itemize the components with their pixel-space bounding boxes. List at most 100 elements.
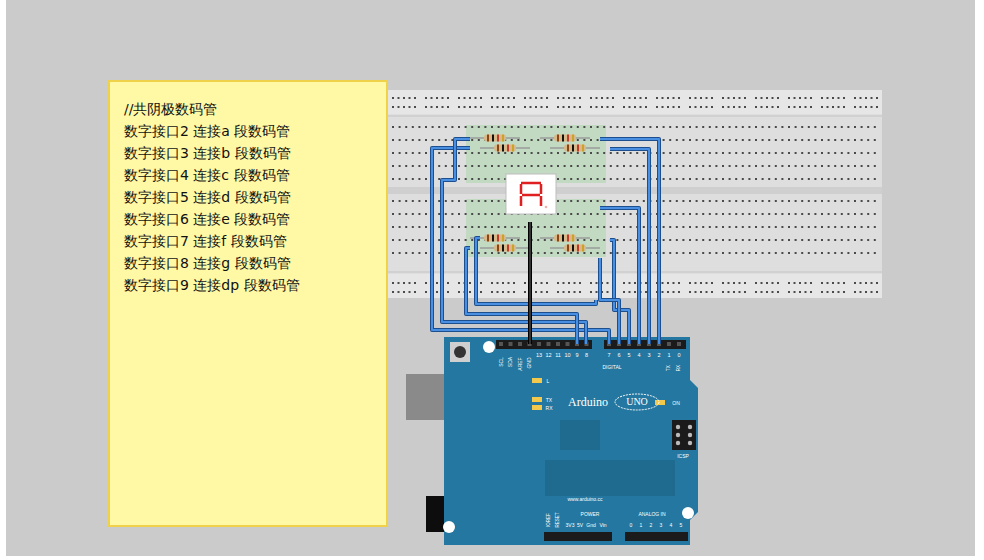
- resistor-symbol: [470, 135, 600, 252]
- breadboard-hole: [425, 239, 427, 241]
- breadboard-hole: [563, 282, 565, 284]
- breadboard-hole: [471, 200, 473, 202]
- breadboard-hole: [531, 126, 533, 128]
- breadboard-hole: [810, 282, 812, 284]
- breadboard-hole: [498, 226, 500, 228]
- breadboard-hole: [436, 282, 438, 284]
- breadboard-hole: [832, 282, 834, 284]
- breadboard-hole: [557, 178, 559, 180]
- breadboard-hole: [854, 252, 856, 254]
- breadboard-hole: [854, 106, 856, 108]
- breadboard-hole: [814, 178, 816, 180]
- breadboard-hole: [629, 106, 631, 108]
- breadboard-hole: [676, 139, 678, 141]
- breadboard-hole: [808, 165, 810, 167]
- jumper-wire: [432, 139, 659, 344]
- breadboard-hole: [398, 291, 400, 293]
- breadboard-hole: [689, 239, 691, 241]
- seven-segment-display: [506, 174, 556, 214]
- breadboard-hole: [729, 213, 731, 215]
- breadboard-hole: [418, 126, 420, 128]
- breadboard-hole: [405, 152, 407, 154]
- breadboard-hole: [392, 97, 394, 99]
- breadboard-hole: [821, 252, 823, 254]
- breadboard-hole: [768, 226, 770, 228]
- breadboard-hole: [432, 139, 434, 141]
- breadboard-hole: [742, 226, 744, 228]
- breadboard-hole: [682, 226, 684, 228]
- breadboard-hole: [722, 291, 724, 293]
- breadboard-hole: [854, 139, 856, 141]
- breadboard-hole: [814, 226, 816, 228]
- breadboard-hole: [535, 282, 537, 284]
- breadboard-hole: [735, 178, 737, 180]
- breadboard-hole: [484, 213, 486, 215]
- breadboard-hole: [511, 126, 513, 128]
- breadboard-hole: [590, 126, 592, 128]
- breadboard-hole: [854, 97, 856, 99]
- breadboard-hole: [414, 97, 416, 99]
- board-label: TX: [667, 365, 672, 371]
- breadboard-hole: [669, 239, 671, 241]
- breadboard-hole: [491, 213, 493, 215]
- breadboard-hole: [636, 178, 638, 180]
- breadboard-hole: [475, 97, 477, 99]
- breadboard-hole: [399, 126, 401, 128]
- board-label: POWER: [581, 512, 600, 517]
- breadboard-hole: [504, 252, 506, 254]
- breadboard-hole: [663, 226, 665, 228]
- board-label: Arduino: [568, 396, 608, 408]
- breadboard-hole: [702, 178, 704, 180]
- breadboard-hole: [775, 200, 777, 202]
- breadboard-hole: [524, 139, 526, 141]
- breadboard-hole: [828, 213, 830, 215]
- breadboard-hole: [821, 106, 823, 108]
- breadboard-hole: [484, 126, 486, 128]
- breadboard-hole: [478, 226, 480, 228]
- breadboard-hole: [702, 239, 704, 241]
- breadboard-hole: [742, 139, 744, 141]
- breadboard-hole: [821, 239, 823, 241]
- breadboard-hole: [689, 97, 691, 99]
- breadboard-hole: [399, 165, 401, 167]
- breadboard-hole: [597, 252, 599, 254]
- breadboard-hole: [630, 178, 632, 180]
- breadboard-hole: [414, 106, 416, 108]
- breadboard-hole: [775, 165, 777, 167]
- resistor-symbol: [550, 145, 600, 152]
- board-label: SCL: [499, 357, 504, 367]
- breadboard-hole: [755, 282, 757, 284]
- breadboard-hole: [861, 226, 863, 228]
- breadboard-hole: [843, 282, 845, 284]
- breadboard-hole: [669, 252, 671, 254]
- breadboard-hole: [634, 106, 636, 108]
- breadboard-hole: [742, 252, 744, 254]
- breadboard-hole: [755, 139, 757, 141]
- breadboard-hole: [557, 226, 559, 228]
- breadboard-hole: [762, 239, 764, 241]
- breadboard-hole: [744, 282, 746, 284]
- jumper-wire: [442, 139, 586, 344]
- breadboard-hole: [678, 282, 680, 284]
- breadboard-hole: [788, 178, 790, 180]
- breadboard-hole: [418, 178, 420, 180]
- breadboard-hole: [643, 226, 645, 228]
- breadboard-hole: [511, 239, 513, 241]
- breadboard-hole: [861, 152, 863, 154]
- breadboard-hole: [711, 282, 713, 284]
- breadboard-hole: [821, 282, 823, 284]
- breadboard-hole: [755, 239, 757, 241]
- breadboard-hole: [398, 97, 400, 99]
- board-label: RX: [546, 406, 553, 411]
- breadboard-hole: [645, 97, 647, 99]
- breadboard-hole: [781, 252, 783, 254]
- breadboard-hole: [590, 291, 592, 293]
- breadboard-hole: [436, 291, 438, 293]
- breadboard-hole: [451, 126, 453, 128]
- breadboard-hole: [392, 226, 394, 228]
- breadboard-hole: [502, 106, 504, 108]
- breadboard-hole: [689, 152, 691, 154]
- jumper-wire: [600, 208, 639, 344]
- breadboard-hole: [748, 226, 750, 228]
- breadboard-hole: [511, 165, 513, 167]
